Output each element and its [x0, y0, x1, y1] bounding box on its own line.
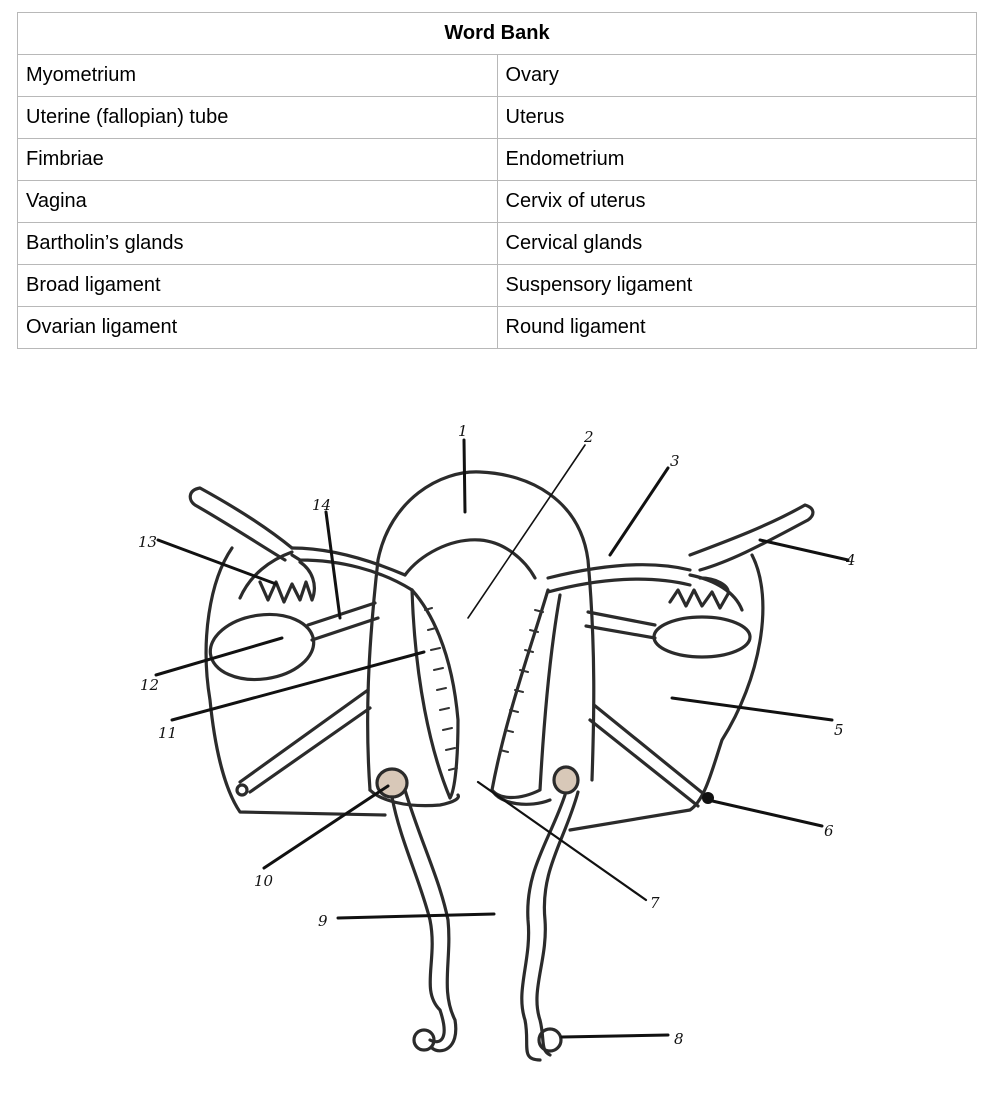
diagram-label-11: 11 — [158, 724, 177, 742]
diagram-label-1: 1 — [458, 422, 468, 440]
right-suspensory-ligament — [688, 503, 815, 572]
left-endometrium-hatching — [424, 607, 458, 771]
word-bank-row: Vagina Cervix of uterus — [17, 180, 977, 223]
leader-line-12 — [154, 636, 284, 677]
word-bank-row: Myometrium Ovary — [17, 54, 977, 97]
right-cervical-gland — [552, 765, 580, 795]
diagram-label-13: 13 — [138, 533, 157, 551]
right-bartholins-gland — [537, 1027, 563, 1053]
leader-line-11 — [170, 650, 426, 722]
word-bank-term: Myometrium — [17, 54, 498, 97]
word-bank-term: Cervical glands — [496, 222, 977, 265]
left-uterine-wall — [410, 588, 460, 800]
leader-line-9 — [336, 912, 496, 920]
left-bartholins-gland — [412, 1028, 436, 1052]
leader-line-5 — [670, 696, 834, 722]
leader-line-7 — [476, 780, 648, 902]
right-endometrium-hatching — [499, 609, 544, 753]
word-bank-term: Endometrium — [496, 138, 977, 181]
diagram-label-10: 10 — [254, 872, 274, 890]
vagina-left-wall — [390, 795, 446, 1044]
word-bank-term: Suspensory ligament — [496, 264, 977, 307]
leader-line-10 — [262, 784, 390, 870]
left-broad-ligament — [204, 546, 387, 817]
leader-line-14 — [324, 510, 342, 620]
vagina-right-wall-inner — [535, 790, 580, 1057]
left-ovarian-ligament — [306, 601, 380, 642]
vagina-left-wall-inner — [403, 788, 458, 1053]
left-suspensory-ligament — [188, 486, 294, 562]
word-bank-term: Cervix of uterus — [496, 180, 977, 223]
word-bank-row: Bartholin’s glands Cervical glands — [17, 222, 977, 265]
left-ovary — [208, 612, 316, 682]
leader-line-3 — [608, 466, 670, 557]
word-bank-term: Ovary — [496, 54, 977, 97]
diagram-label-7: 7 — [650, 894, 660, 912]
word-bank-row: Fimbriae Endometrium — [17, 138, 977, 181]
leader-line-8 — [560, 1033, 670, 1039]
diagram-label-14: 14 — [312, 496, 331, 514]
right-fimbriae — [668, 573, 744, 612]
diagram-label-12: 12 — [140, 676, 159, 694]
diagram-label-9: 9 — [318, 912, 328, 930]
word-bank-term: Fimbriae — [17, 138, 498, 181]
diagram-label-8: 8 — [674, 1030, 684, 1048]
word-bank-term: Vagina — [17, 180, 498, 223]
leader-line-6 — [706, 798, 824, 828]
uterus-fundus-outer — [366, 470, 596, 792]
left-uterine-tube — [290, 546, 414, 592]
word-bank-term: Round ligament — [496, 306, 977, 349]
diagram-label-4: 4 — [845, 551, 856, 569]
reproductive-system-diagram: 1 2 3 4 5 6 7 8 9 10 11 12 13 14 — [138, 422, 856, 1062]
right-uterine-wall — [490, 588, 562, 800]
word-bank-term: Ovarian ligament — [17, 306, 498, 349]
left-round-ligament — [238, 688, 372, 794]
leader-line-1 — [462, 438, 467, 514]
word-bank-table: Word Bank Myometrium Ovary Uterine (fall… — [17, 12, 977, 349]
word-bank-row: Ovarian ligament Round ligament — [17, 306, 977, 349]
word-bank-header-row: Word Bank — [17, 12, 977, 55]
leader-line-13 — [156, 538, 278, 586]
vagina-right-wall — [520, 793, 567, 1062]
diagram-label-5: 5 — [834, 721, 844, 739]
word-bank-term: Uterus — [496, 96, 977, 139]
leader-line-2 — [467, 444, 586, 619]
word-bank-term: Broad ligament — [17, 264, 498, 307]
right-uterine-tube — [546, 563, 692, 594]
word-bank-row: Broad ligament Suspensory ligament — [17, 264, 977, 307]
word-bank-term: Uterine (fallopian) tube — [17, 96, 498, 139]
right-broad-ligament — [568, 553, 765, 832]
diagram-label-6: 6 — [824, 822, 834, 840]
diagram-label-3: 3 — [670, 452, 680, 470]
right-round-ligament — [588, 703, 707, 808]
diagram-label-2: 2 — [583, 428, 594, 446]
left-cervical-gland — [375, 767, 409, 799]
uterus-fundus-inner — [403, 538, 537, 580]
right-ovarian-ligament — [584, 610, 657, 640]
word-bank-term: Bartholin’s glands — [17, 222, 498, 265]
word-bank-title: Word Bank — [17, 12, 977, 55]
left-round-ligament-end — [235, 783, 249, 797]
leader-line-4 — [758, 538, 850, 562]
right-ovary — [652, 615, 752, 659]
left-fimbriae — [238, 550, 316, 604]
word-bank-row: Uterine (fallopian) tube Uterus — [17, 96, 977, 139]
